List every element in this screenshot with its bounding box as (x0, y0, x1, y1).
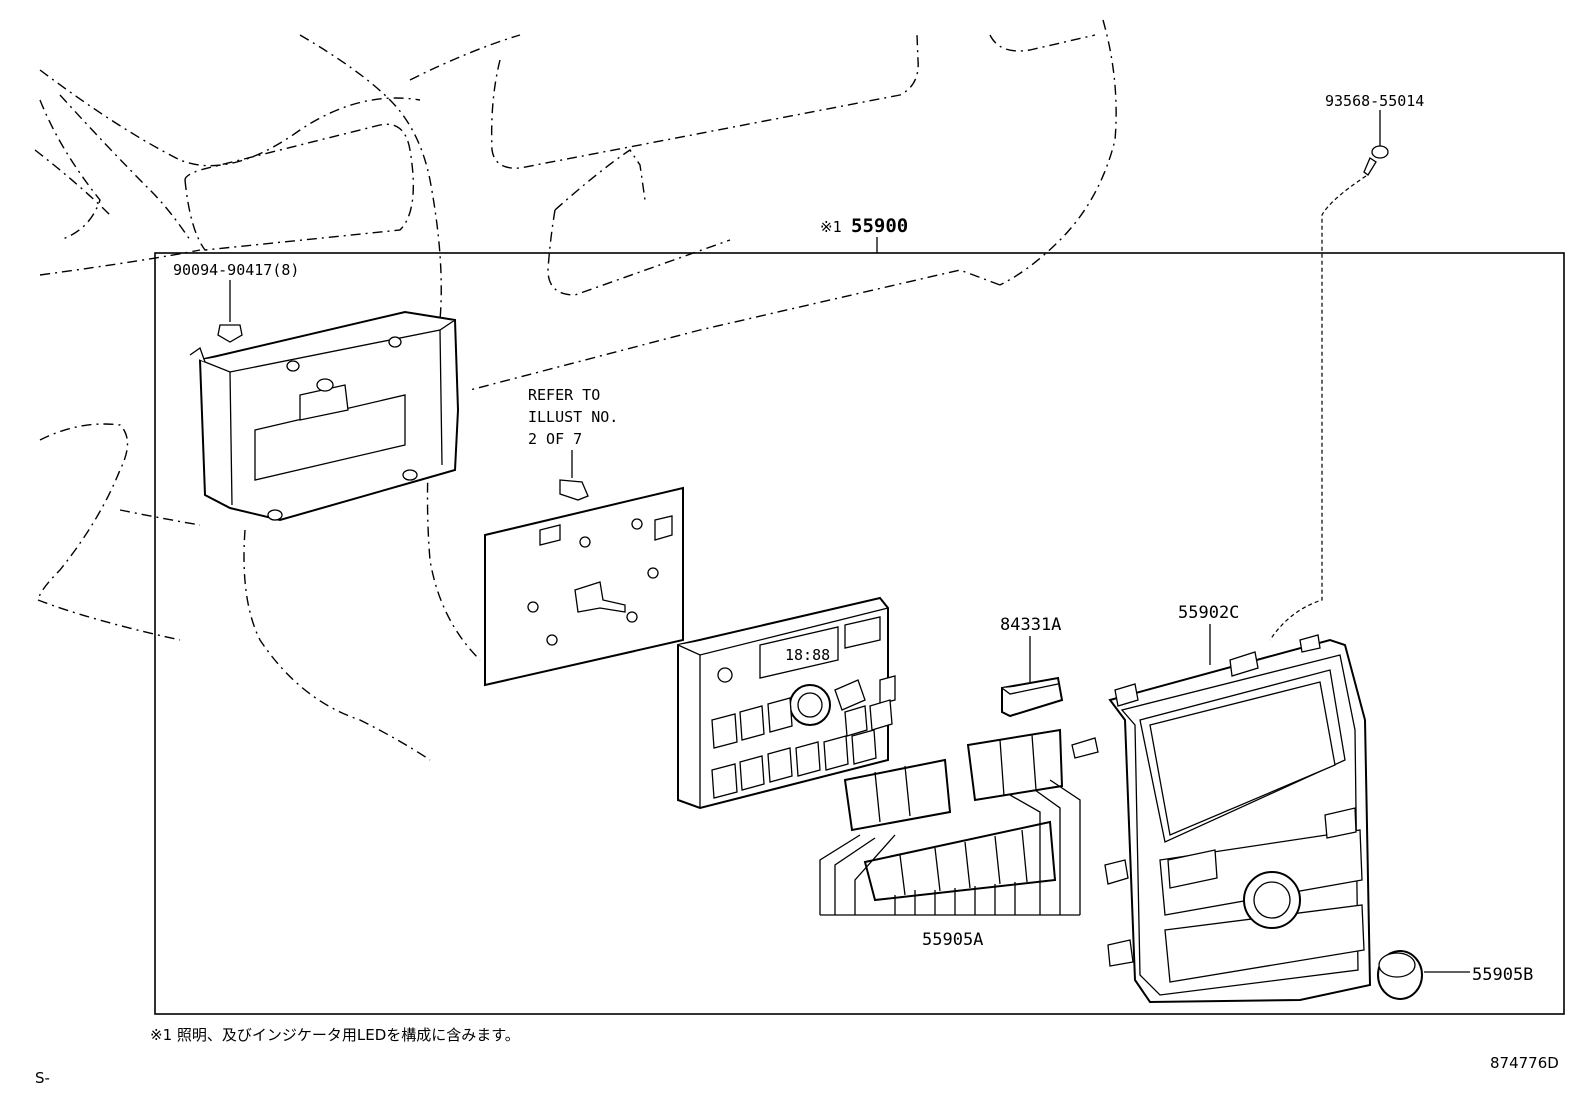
svg-text:ILLUST NO.: ILLUST NO. (528, 408, 618, 426)
assembly-number-label: 55900 (851, 215, 908, 237)
illustration-code: 874776D (1490, 1054, 1559, 1072)
footnote: ※1 照明、及びインジケータ用LEDを構成に含みます。 (150, 1026, 520, 1044)
corner-label: S- (35, 1069, 50, 1087)
button-group-55905A: 55905A (819, 728, 1081, 950)
svg-text:90094-90417(8): 90094-90417(8) (173, 261, 299, 279)
assembly-frame (154, 252, 1565, 1015)
svg-text:2 OF 7: 2 OF 7 (528, 430, 582, 448)
bolt-93568-55014: 93568-55014 (1269, 92, 1424, 641)
knob-55905B: 55905B (1377, 950, 1533, 1000)
control-unit: 18:88 (677, 596, 896, 810)
circuit-board (484, 486, 684, 687)
dashboard-outline (34, 19, 1117, 761)
svg-text:93568-55014: 93568-55014 (1325, 92, 1424, 110)
svg-text:55902C: 55902C (1178, 603, 1239, 623)
svg-text:REFER TO: REFER TO (528, 386, 600, 404)
front-panel-55902C: 55902C (1071, 603, 1372, 1004)
svg-text:55905A: 55905A (922, 930, 983, 950)
svg-text:55905B: 55905B (1472, 965, 1533, 985)
housing-bracket: 90094-90417(8) (173, 261, 460, 522)
clock-display: 18:88 (785, 646, 830, 664)
refer-note: REFER TO ILLUST NO. 2 OF 7 (528, 386, 618, 501)
svg-text:84331A: 84331A (1000, 615, 1061, 635)
knob-84331A: 84331A (1000, 615, 1064, 718)
assembly-mark: ※1 (820, 218, 842, 236)
